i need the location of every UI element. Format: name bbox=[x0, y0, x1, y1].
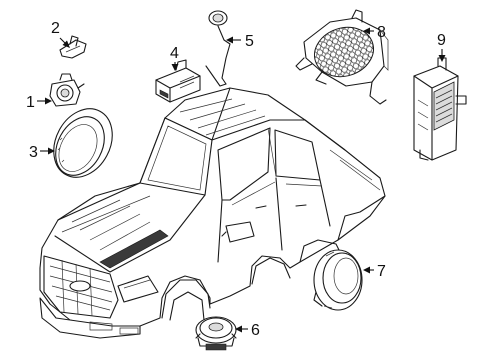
callout-label-2: 2 bbox=[51, 20, 60, 37]
callout-8: 8 bbox=[363, 24, 386, 41]
part-8-subwoofer bbox=[295, 9, 389, 105]
part-7-speaker bbox=[313, 249, 363, 311]
callout-label-7: 7 bbox=[377, 263, 386, 280]
callout-2: 2 bbox=[51, 20, 70, 48]
callout-label-6: 6 bbox=[251, 322, 260, 339]
callout-7: 7 bbox=[363, 263, 386, 280]
part-1-tweeter bbox=[49, 73, 85, 107]
callout-5: 5 bbox=[226, 33, 254, 50]
part-5-antenna bbox=[205, 10, 240, 87]
callout-label-3: 3 bbox=[29, 144, 38, 161]
callout-label-4: 4 bbox=[170, 45, 179, 62]
callout-label-9: 9 bbox=[437, 32, 446, 49]
part-9-amplifier bbox=[413, 57, 467, 161]
callout-4: 4 bbox=[170, 45, 179, 71]
callout-6: 6 bbox=[235, 322, 260, 339]
part-2-bracket bbox=[59, 35, 87, 59]
part-3-speaker-ring bbox=[53, 108, 113, 178]
pickup-truck-illustration bbox=[39, 87, 386, 339]
callout-label-1: 1 bbox=[26, 94, 35, 111]
callout-3: 3 bbox=[29, 144, 55, 161]
part-6-speaker bbox=[195, 316, 237, 351]
callout-9: 9 bbox=[437, 32, 446, 62]
callout-label-5: 5 bbox=[245, 33, 254, 50]
callout-1: 1 bbox=[26, 94, 52, 111]
callout-label-8: 8 bbox=[377, 24, 386, 41]
part-4-module bbox=[155, 59, 201, 103]
